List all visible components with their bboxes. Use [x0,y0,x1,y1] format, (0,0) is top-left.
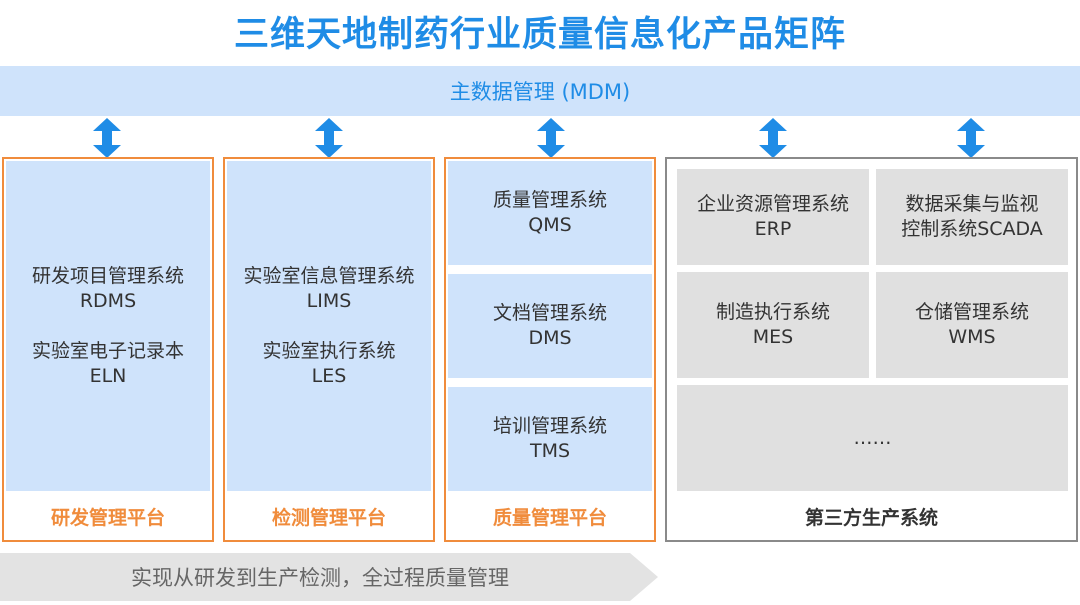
mes-name: 制造执行系统 [715,301,830,323]
les-name: 实验室执行系统 [262,339,396,362]
mdm-label: 主数据管理 (MDM) [449,80,631,104]
rdms-name: 研发项目管理系统 [31,264,184,287]
erp-code: ERP [754,218,792,240]
third-party-label: 第三方生产系统 [804,507,938,529]
erp-name: 企业资源管理系统 [696,193,849,215]
quality-platform-label: 质量管理平台 [492,507,607,529]
scada-name: 数据采集与监视 [905,193,1039,215]
more-systems-cell: …… [677,385,1068,491]
qms-cell: 质量管理系统 QMS [448,161,652,265]
test-platform: 实验室信息管理系统 LIMS 实验室执行系统 LES 检测管理平台 [223,157,435,542]
double-arrow-icon [537,118,565,158]
rdms-code: RDMS [79,289,137,312]
mes-code: MES [752,326,794,348]
quality-platform: 质量管理系统 QMS 文档管理系统 DMS 培训管理系统 TMS 质量管理平台 [444,157,656,542]
scada-code: 控制系统SCADA [901,218,1043,240]
double-arrow-icon [957,118,985,158]
erp-cell: 企业资源管理系统 ERP [677,169,869,265]
test-systems-cell: 实验室信息管理系统 LIMS 实验室执行系统 LES [227,161,431,491]
tms-code: TMS [529,440,571,462]
bottom-banner-text: 实现从研发到生产检测，全过程质量管理 [131,566,509,590]
rd-platform: 研发项目管理系统 RDMS 实验室电子记录本 ELN 研发管理平台 [2,157,214,542]
double-arrow-icon [759,118,787,158]
dms-cell: 文档管理系统 DMS [448,274,652,378]
eln-code: ELN [89,364,127,387]
rd-systems-cell: 研发项目管理系统 RDMS 实验室电子记录本 ELN [6,161,210,491]
rd-platform-label: 研发管理平台 [50,507,165,529]
mdm-bar: 主数据管理 (MDM) [0,66,1080,116]
qms-name: 质量管理系统 [492,189,607,211]
wms-code: WMS [948,326,996,348]
double-arrow-icon [93,118,121,158]
scada-cell: 数据采集与监视 控制系统SCADA [876,169,1068,265]
double-arrow-icon [315,118,343,158]
third-party-systems: 企业资源管理系统 ERP 数据采集与监视 控制系统SCADA 制造执行系统 ME… [665,157,1078,542]
wms-cell: 仓储管理系统 WMS [876,272,1068,378]
more-ellipsis: …… [853,426,892,449]
les-code: LES [311,364,347,387]
lims-name: 实验室信息管理系统 [243,264,415,287]
test-platform-label: 检测管理平台 [271,507,386,529]
qms-code: QMS [528,214,572,236]
mes-cell: 制造执行系统 MES [677,272,869,378]
wms-name: 仓储管理系统 [914,301,1029,323]
dms-code: DMS [528,327,572,349]
page-title: 三维天地制药行业质量信息化产品矩阵 [233,15,846,55]
bottom-arrow-banner [0,553,658,601]
tms-cell: 培训管理系统 TMS [448,387,652,491]
eln-name: 实验室电子记录本 [31,339,184,362]
lims-code: LIMS [306,289,352,312]
dms-name: 文档管理系统 [492,302,607,324]
tms-name: 培训管理系统 [492,415,607,437]
